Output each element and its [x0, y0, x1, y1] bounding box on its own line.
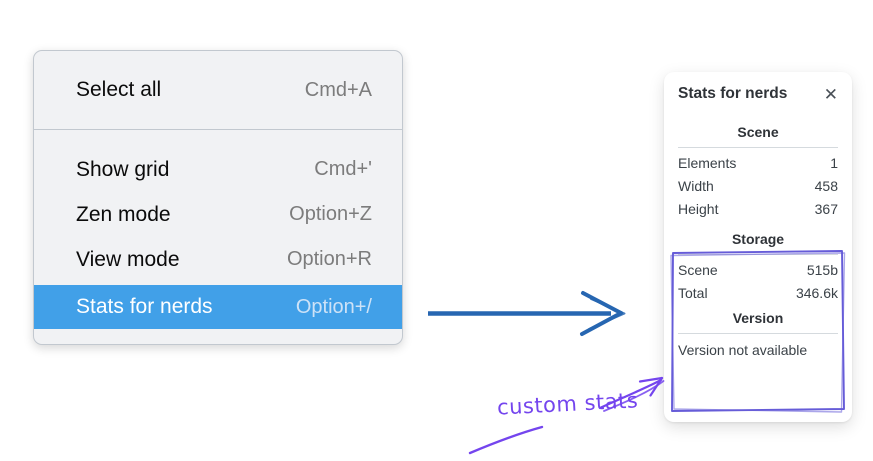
stats-panel-header: Stats for nerds ✕ — [678, 85, 838, 103]
menu-divider — [34, 129, 402, 130]
menu-item-label: Zen mode — [76, 202, 171, 226]
stat-row-height: Height 367 — [678, 197, 838, 220]
stats-panel-title: Stats for nerds — [678, 85, 788, 102]
stats-panel: Stats for nerds ✕ Scene Elements 1 Width… — [664, 72, 852, 422]
stat-row-total-size: Total 346.6k — [678, 281, 838, 304]
stat-label: Scene — [678, 261, 718, 278]
stat-label: Height — [678, 200, 719, 217]
menu-item-shortcut: Cmd+' — [314, 158, 372, 180]
menu-item-shortcut: Option+/ — [295, 295, 372, 318]
stat-label: Total — [678, 284, 708, 301]
stat-row-scene-size: Scene 515b — [678, 258, 838, 281]
stat-row-elements: Elements 1 — [678, 151, 838, 174]
menu-item-zen-mode[interactable]: Zen mode Option+Z — [34, 192, 402, 237]
menu-item-label: View mode — [76, 247, 180, 271]
close-button[interactable]: ✕ — [824, 86, 838, 103]
annotation-label: custom stats — [496, 388, 639, 420]
stat-value: 1 — [830, 154, 838, 171]
stat-value: 515b — [806, 261, 838, 278]
stat-value: 458 — [814, 177, 838, 194]
version-section-heading: Version — [732, 310, 784, 326]
storage-section-heading: Storage — [731, 231, 785, 247]
menu-item-label: Stats for nerds — [76, 295, 213, 318]
annotation-underline — [468, 425, 544, 455]
menu-item-view-mode[interactable]: View mode Option+R — [34, 237, 402, 282]
stat-row-width: Width 458 — [678, 174, 838, 197]
menu-item-label: Show grid — [76, 157, 170, 181]
menu-group-top: Select all Cmd+A — [34, 51, 402, 129]
menu-item-shortcut: Cmd+A — [304, 78, 372, 101]
section-divider — [678, 333, 838, 334]
context-menu: Select all Cmd+A Show grid Cmd+' Zen mod… — [33, 50, 403, 345]
section-divider — [678, 254, 838, 255]
section-divider — [678, 147, 838, 148]
menu-item-shortcut: Option+R — [286, 248, 372, 270]
menu-item-shortcut: Option+Z — [289, 203, 372, 225]
scene-section-heading: Scene — [737, 124, 779, 140]
stat-value: 367 — [814, 200, 838, 217]
menu-item-stats-for-nerds[interactable]: Stats for nerds Option+/ — [34, 285, 402, 329]
blue-arrow — [428, 291, 626, 336]
stat-label: Elements — [678, 154, 737, 171]
menu-item-show-grid[interactable]: Show grid Cmd+' — [34, 147, 402, 192]
menu-item-select-all[interactable]: Select all Cmd+A — [34, 68, 402, 113]
stat-value: 346.6k — [795, 284, 838, 301]
menu-item-label: Select all — [76, 78, 162, 101]
close-icon: ✕ — [823, 84, 838, 104]
menu-group-bottom: Show grid Cmd+' Zen mode Option+Z View m… — [34, 130, 402, 329]
version-note: Version not available — [678, 342, 808, 358]
stat-label: Width — [678, 177, 714, 194]
